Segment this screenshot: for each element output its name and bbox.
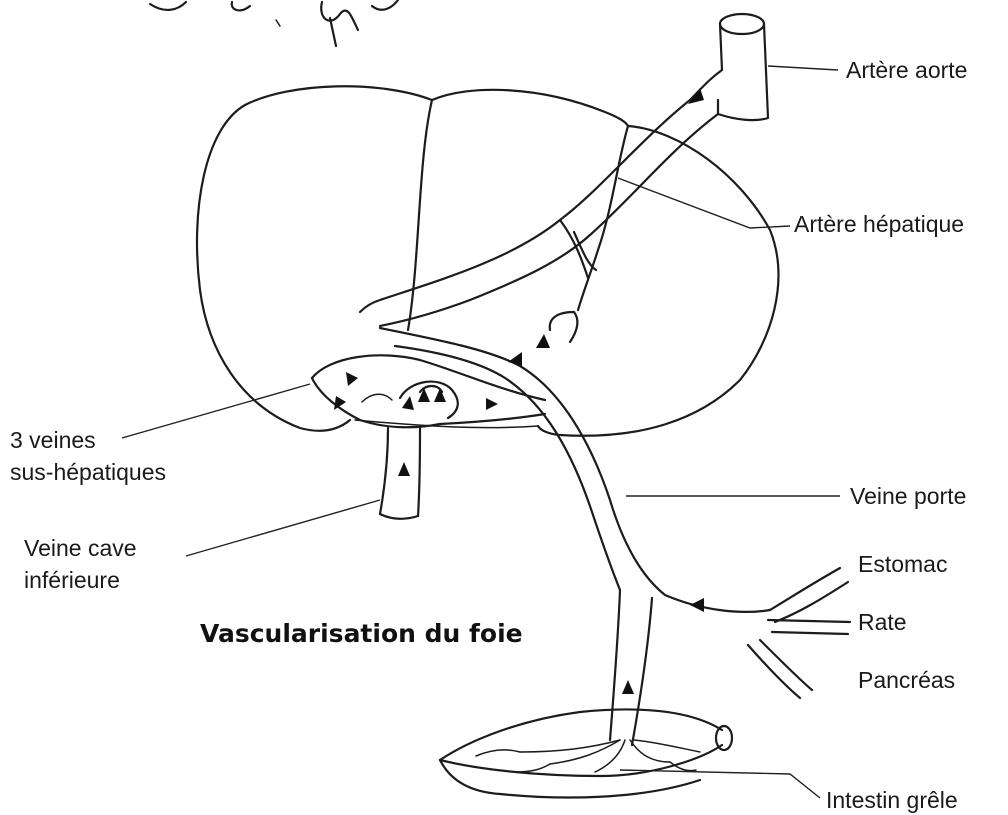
aorta-flow-arrow bbox=[688, 88, 704, 104]
diagram-title: Vascularisation du foie bbox=[200, 619, 523, 648]
label-pancreas: Pancréas bbox=[858, 667, 955, 693]
handwritten-scribble bbox=[150, 0, 398, 46]
mesenteric-vein bbox=[610, 590, 652, 745]
hepatic-vein-arrow-3 bbox=[418, 388, 430, 402]
label-veine-cave-line1: Veine cave bbox=[24, 535, 137, 561]
hepatic-vein-arrow-2 bbox=[402, 396, 414, 410]
label-artere-hepatique: Artère hépatique bbox=[794, 211, 964, 237]
label-rate: Rate bbox=[858, 609, 907, 635]
liver-upper-contour bbox=[432, 90, 628, 126]
portal-vein-arrow-4 bbox=[622, 680, 634, 694]
portal-vein-arrow-3 bbox=[690, 598, 704, 612]
splanchnic-branches bbox=[748, 568, 850, 698]
aorta bbox=[688, 14, 768, 120]
small-intestine bbox=[440, 709, 732, 797]
label-veines-sus-hepatiques-line1: 3 veines bbox=[10, 427, 96, 453]
leader-artere-aorte bbox=[768, 66, 838, 70]
liver-left-lobe bbox=[197, 86, 432, 431]
portal-vein-arrow-2 bbox=[536, 334, 550, 348]
vena-cava-flow-arrow bbox=[398, 462, 410, 476]
inferior-vena-cava bbox=[380, 428, 420, 519]
label-intestin-grele: Intestin grêle bbox=[826, 787, 958, 813]
liver-right-lobe bbox=[538, 126, 778, 436]
label-estomac: Estomac bbox=[858, 551, 947, 577]
leader-veine-cave bbox=[186, 500, 380, 556]
label-veines-sus-hepatiques-line2: sus-hépatiques bbox=[10, 459, 166, 485]
label-veine-porte: Veine porte bbox=[850, 483, 966, 509]
hepatic-vein-arrow-5 bbox=[486, 398, 498, 410]
label-artere-aorte: Artère aorte bbox=[846, 57, 967, 83]
portal-vein-arrow-1 bbox=[508, 352, 522, 366]
hepatic-vein-arrow-4 bbox=[434, 388, 446, 402]
liver-inner-fold bbox=[578, 126, 628, 310]
label-veine-cave-line2: inférieure bbox=[24, 567, 120, 593]
hepatic-veins bbox=[312, 355, 545, 427]
hepatic-vein-arrow-6 bbox=[346, 372, 358, 386]
liver-middle-segment bbox=[408, 100, 432, 330]
leader-intestin-grele bbox=[620, 770, 820, 798]
leader-lines bbox=[122, 66, 840, 798]
leader-veines-sus-hepatiques bbox=[122, 384, 310, 438]
